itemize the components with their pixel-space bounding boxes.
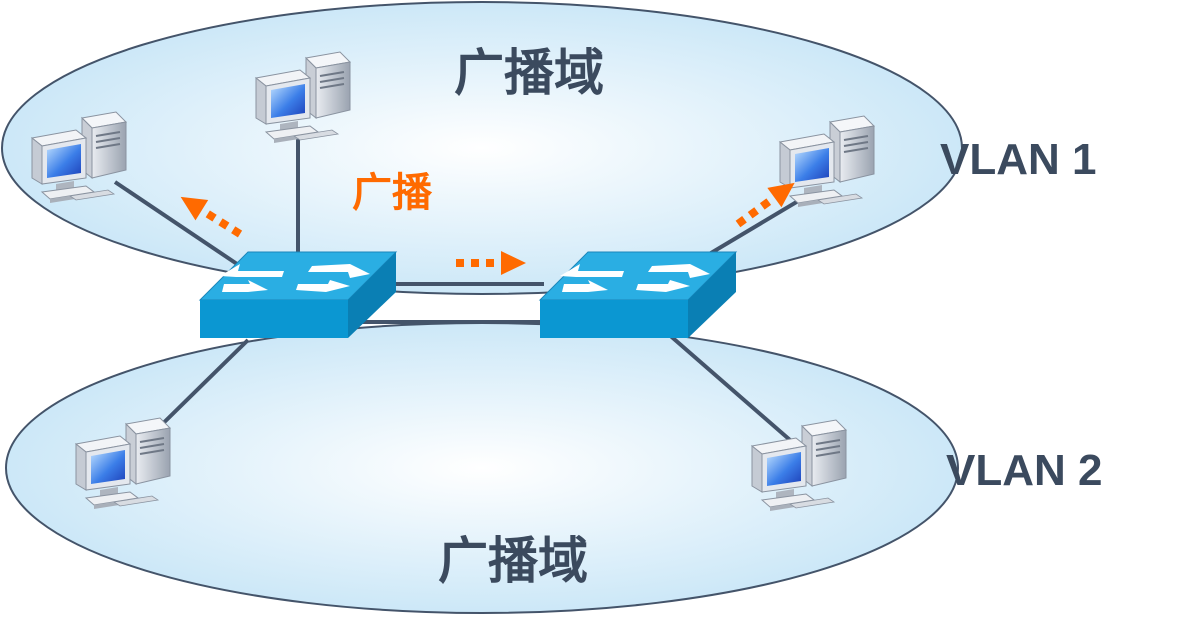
vlan1-label: VLAN 1 (940, 135, 1096, 184)
broadcast-label: 广播 (352, 170, 433, 216)
vlan1-broadcast-domain (1, 1, 963, 295)
link-pc1-switch1 (113, 180, 242, 268)
link-pc5-switch2 (664, 330, 792, 442)
vlan2-label: VLAN 2 (946, 446, 1102, 495)
vlan1-domain-label: 广播域 (454, 44, 604, 102)
vlan2-domain-label: 广播域 (438, 532, 588, 590)
